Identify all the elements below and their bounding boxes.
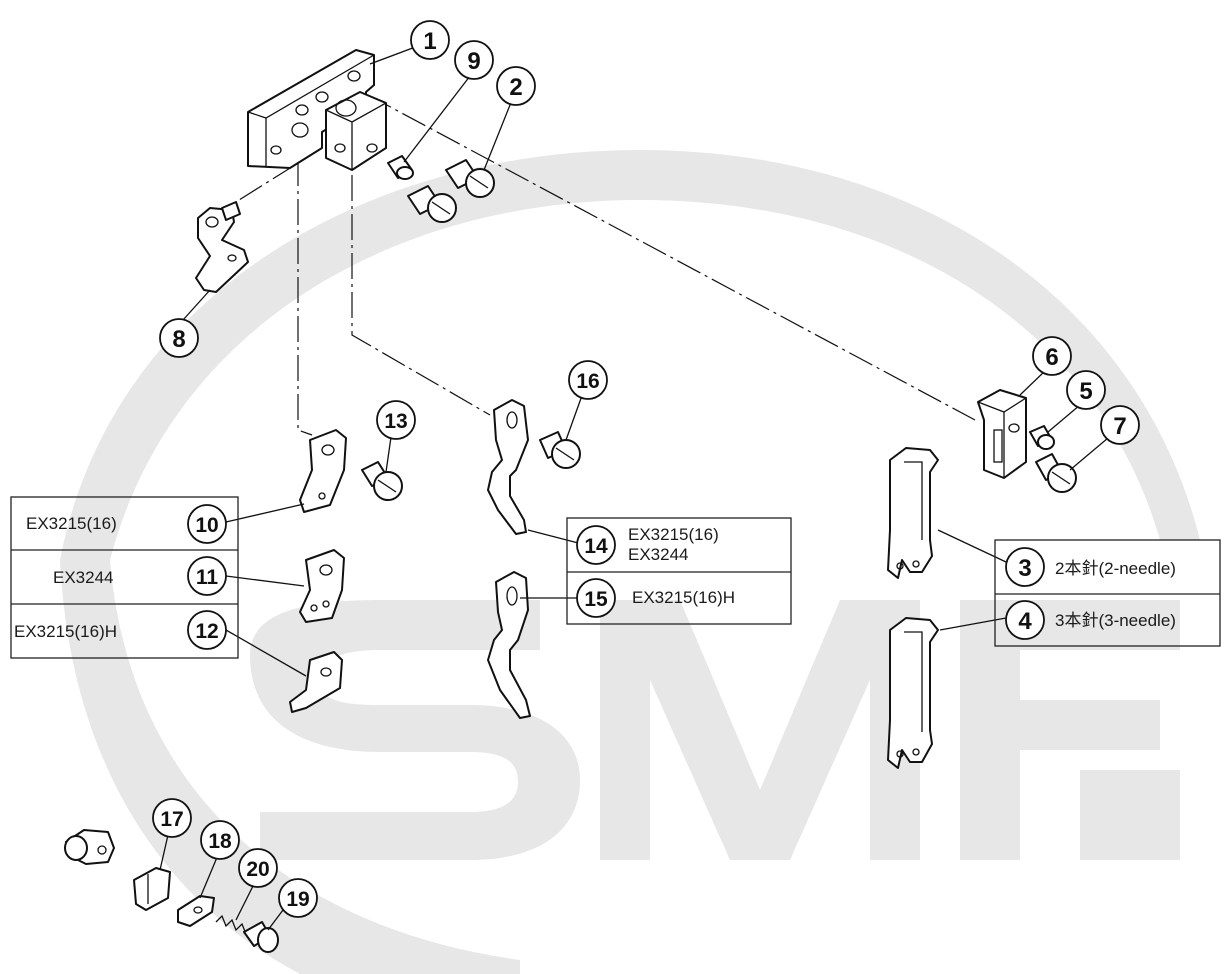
callout-12-number: 12 <box>195 620 218 643</box>
part-9-set-screw <box>387 155 414 180</box>
callouts: 1 9 2 8 6 5 7 16 13 10 11 12 14 15 3 4 1… <box>152 20 1140 918</box>
callout-15-number: 15 <box>584 588 608 611</box>
callout-4: 4 <box>1005 600 1045 640</box>
table-row-11-label: EX3244 <box>53 568 114 587</box>
callout-16-number: 16 <box>576 370 599 393</box>
callout-10: 10 <box>187 504 227 544</box>
callout-6-number: 6 <box>1045 344 1058 371</box>
table-row-12-label: EX3215(16)H <box>14 622 117 641</box>
callout-20-number: 20 <box>246 858 269 881</box>
callout-11: 11 <box>187 556 227 596</box>
screw-lower <box>407 185 457 223</box>
callout-18: 18 <box>200 820 240 860</box>
right-needle-table: 2本針(2-needle) 3本針(3-needle) <box>994 539 1221 647</box>
callout-9-number: 9 <box>467 48 480 75</box>
callout-7-number: 7 <box>1113 413 1126 440</box>
part-13-screw <box>361 461 403 501</box>
callout-20: 20 <box>238 848 278 888</box>
part-18-plate <box>177 895 215 927</box>
part-7-screw <box>1035 453 1077 493</box>
part-8-lever <box>195 201 249 293</box>
part-19-screw <box>243 921 279 953</box>
part-5-set-screw <box>1029 425 1055 450</box>
part-20-spring <box>215 914 247 935</box>
callout-17-number: 17 <box>160 808 183 831</box>
part-12-plate <box>289 651 343 713</box>
callout-18-number: 18 <box>208 830 232 853</box>
watermark-logo <box>60 150 1200 974</box>
part-3-guide <box>887 447 939 579</box>
part-1-bracket <box>247 49 387 171</box>
table-row-14-label-1: EX3215(16) <box>628 525 719 544</box>
part-16-screw <box>539 431 581 469</box>
callout-13-number: 13 <box>384 410 407 433</box>
table-row-10-label: EX3215(16) <box>26 514 117 533</box>
table-row-15-label: EX3215(16)H <box>632 588 735 607</box>
callout-6: 6 <box>1032 336 1072 376</box>
callout-16: 16 <box>568 360 608 400</box>
callout-13: 13 <box>376 400 416 440</box>
callout-14: 14 <box>576 525 616 565</box>
callout-5: 5 <box>1066 370 1106 410</box>
table-row-4-label: 3本針(3-needle) <box>1055 611 1176 630</box>
collar-part <box>64 829 115 865</box>
callout-1: 1 <box>410 20 450 60</box>
part-17-clip <box>133 867 171 911</box>
callout-15: 15 <box>576 578 616 618</box>
callout-8: 8 <box>159 318 199 358</box>
part-10-plate <box>299 429 347 513</box>
callout-11-number: 11 <box>196 566 219 589</box>
leader-lines <box>159 45 1109 931</box>
callout-19-number: 19 <box>286 888 309 911</box>
left-model-table: EX3215(16) EX3244 EX3215(16)H <box>10 496 239 659</box>
part-11-plate <box>299 549 345 623</box>
callout-9: 9 <box>454 40 494 80</box>
callout-7: 7 <box>1100 405 1140 445</box>
part-2-screw <box>445 159 495 198</box>
part-4-guide <box>887 617 939 769</box>
callout-1-number: 1 <box>423 28 436 55</box>
callout-14-number: 14 <box>584 535 608 558</box>
callout-3-number: 3 <box>1018 555 1031 582</box>
callout-3: 3 <box>1005 547 1045 587</box>
callout-5-number: 5 <box>1079 378 1092 405</box>
callout-4-number: 4 <box>1018 608 1032 635</box>
callout-12: 12 <box>187 610 227 650</box>
callout-19: 19 <box>278 878 318 918</box>
callout-10-number: 10 <box>195 514 218 537</box>
part-14-plate <box>487 399 529 535</box>
callout-2: 2 <box>496 66 536 106</box>
middle-model-table: EX3215(16) EX3244 EX3215(16)H <box>566 517 792 625</box>
part-15-plate <box>487 571 531 719</box>
callout-17: 17 <box>152 798 192 838</box>
table-row-3-label: 2本針(2-needle) <box>1055 559 1176 578</box>
callout-2-number: 2 <box>509 74 522 101</box>
part-6-block <box>977 389 1027 479</box>
callout-8-number: 8 <box>172 326 185 353</box>
table-row-14-label-2: EX3244 <box>628 545 689 564</box>
